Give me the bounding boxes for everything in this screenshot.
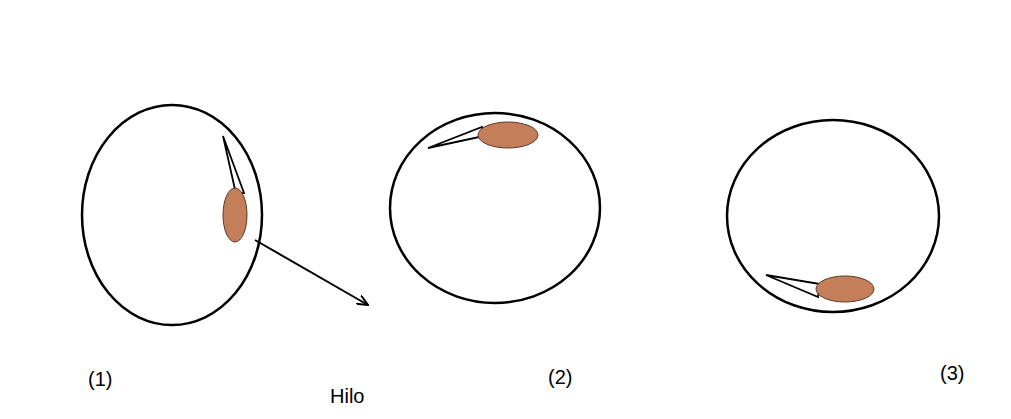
part-label: Hilo: [330, 385, 364, 407]
figure-number: (3): [940, 362, 964, 384]
hilum: [223, 188, 247, 242]
hilum: [816, 276, 874, 302]
seed-outline: [82, 105, 262, 325]
figure-number: (1): [88, 368, 112, 390]
seed-outline: [390, 113, 600, 303]
micropyle: [428, 127, 484, 148]
pointer-arrow: [255, 240, 368, 305]
seed-outline: [727, 120, 939, 312]
micropyle: [766, 275, 820, 297]
figure-number: (2): [548, 366, 572, 388]
hilum: [478, 122, 538, 148]
micropyle: [223, 136, 244, 194]
